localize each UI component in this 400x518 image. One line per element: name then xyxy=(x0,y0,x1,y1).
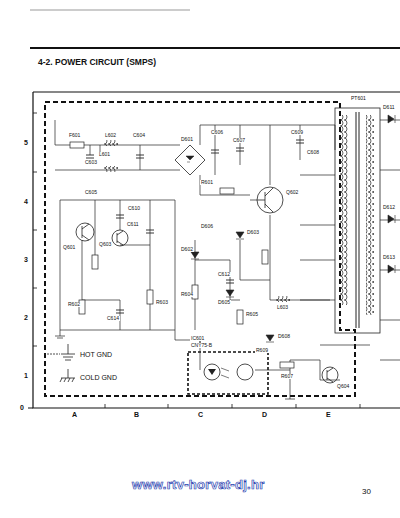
page-number: 30 xyxy=(362,488,371,496)
part-label: R602 xyxy=(67,302,81,307)
part-label: D605 xyxy=(217,300,231,305)
grid-index: 0 xyxy=(20,404,24,411)
part-label: R601 xyxy=(200,180,214,185)
part-label: PT601 xyxy=(350,96,367,101)
part-label: D611 xyxy=(382,105,396,110)
part-label: CNY75-B xyxy=(190,343,213,348)
part-label: R603 xyxy=(155,300,169,305)
part-label: C605 xyxy=(84,190,98,195)
part-label: Q603 xyxy=(98,242,112,247)
part-label: C609 xyxy=(290,130,304,135)
grid-index: 4 xyxy=(24,198,28,205)
grid-index: 2 xyxy=(24,314,28,321)
part-label: D603 xyxy=(246,230,260,235)
legend-text: COLD GND xyxy=(80,374,117,381)
legend-text: HOT GND xyxy=(80,351,112,358)
part-label: D601 xyxy=(180,137,194,142)
part-label: L601 xyxy=(98,152,111,157)
part-label: D613 xyxy=(382,255,396,260)
part-label: C606 xyxy=(210,130,224,135)
part-label: Q601 xyxy=(62,245,76,250)
part-label: F601 xyxy=(68,133,81,138)
grid-index: 1 xyxy=(24,372,28,379)
part-label: C603 xyxy=(84,160,98,165)
part-label: R604 xyxy=(180,292,194,297)
part-label: C604 xyxy=(132,133,146,138)
part-label: D612 xyxy=(382,205,396,210)
part-label: L602 xyxy=(104,133,117,138)
part-label: C612 xyxy=(217,272,231,277)
part-label: C607 xyxy=(232,138,246,143)
page-title: 4-2. POWER CIRCUIT (SMPS) xyxy=(38,58,156,67)
part-label: D608 xyxy=(277,334,291,339)
grid-index: D xyxy=(262,411,267,418)
part-label: IC601 xyxy=(190,336,205,341)
grid-index: E xyxy=(326,411,331,418)
grid-index: A xyxy=(72,411,77,418)
part-label: C611 xyxy=(126,222,140,227)
part-label: Q604 xyxy=(336,384,350,389)
part-label: Q602 xyxy=(285,190,299,195)
part-label: R609 xyxy=(255,348,269,353)
part-label: R605 xyxy=(245,312,259,317)
part-label: R607 xyxy=(280,374,294,379)
grid-index: 3 xyxy=(24,256,28,263)
part-label: C608 xyxy=(306,150,320,155)
part-label: C614 xyxy=(106,316,120,321)
grid-index: C xyxy=(198,411,203,418)
grid-index: 5 xyxy=(24,139,28,146)
part-label: C610 xyxy=(127,206,141,211)
part-label: D602 xyxy=(180,247,194,252)
grid-index: B xyxy=(134,411,139,418)
part-label: L603 xyxy=(276,305,289,310)
watermark: www.rtv-horvat-dj.hr xyxy=(132,478,265,491)
part-label: D606 xyxy=(200,224,214,229)
